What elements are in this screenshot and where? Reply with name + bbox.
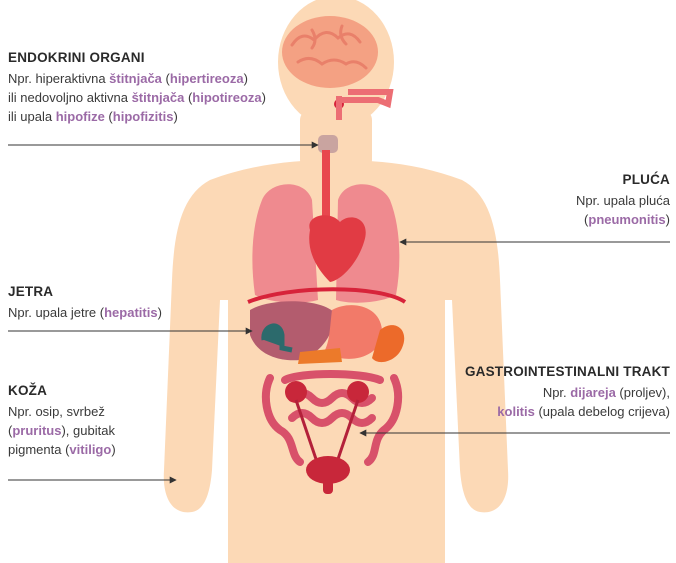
lungs-title: PLUĆA [576,170,670,189]
gi-l1-c: (proljev), [616,385,670,400]
liver-title: JETRA [8,282,162,301]
urethra [323,480,333,494]
gi-l2-a: kolitis [497,404,535,419]
skin-line-3: pigmenta (vitiligo) [8,440,116,459]
liver-label-block: JETRA Npr. upala jetre (hepatitis) [8,282,162,322]
gi-l1-a: Npr. [543,385,570,400]
skin-l3-c: ) [111,442,115,457]
endocrine-l2-e: ) [262,90,266,105]
gi-label-block: GASTROINTESTINALNI TRAKT Npr. dijareja (… [465,362,670,421]
gi-line-1: Npr. dijareja (proljev), [465,383,670,402]
gi-line-2: kolitis (upala debelog crijeva) [465,402,670,421]
lungs-line-2: (pneumonitis) [576,210,670,229]
skin-l3-a: pigmenta ( [8,442,69,457]
skin-l2-c: ), gubitak [61,423,114,438]
endocrine-l3-c: ( [105,109,113,124]
endocrine-l1-e: ) [244,71,248,86]
endocrine-l3-a: ili upala [8,109,56,124]
skin-line-1: Npr. osip, svrbež [8,402,116,421]
gi-l2-b: (upala debelog crijeva) [535,404,670,419]
endocrine-l1-a: Npr. hiperaktivna [8,71,109,86]
endocrine-l3-e: ) [173,109,177,124]
lungs-l2-b: pneumonitis [588,212,665,227]
endocrine-l2-a: ili nedovoljno aktivna [8,90,132,105]
endocrine-l3-d: hipofizitis [113,109,174,124]
endocrine-l1-c: ( [162,71,170,86]
bladder [306,456,350,484]
liver-line-1: Npr. upala jetre (hepatitis) [8,303,162,322]
liver-l1-a: Npr. upala jetre ( [8,305,104,320]
skin-l3-b: vitiligo [69,442,111,457]
endocrine-line-3: ili upala hipofize (hipofizitis) [8,107,266,126]
endocrine-l2-d: hipotireoza [192,90,261,105]
skin-title: KOŽA [8,381,116,400]
left-lung [252,184,318,302]
skin-l2-b: pruritus [12,423,61,438]
lungs-label-block: PLUĆA Npr. upala pluća (pneumonitis) [576,170,670,229]
lungs-l2-c: ) [666,212,670,227]
liver-l1-c: ) [158,305,162,320]
endocrine-label-block: ENDOKRINI ORGANI Npr. hiperaktivna štitn… [8,48,266,126]
kidney-left [285,381,307,403]
endocrine-line-1: Npr. hiperaktivna štitnjača (hipertireoz… [8,69,266,88]
endocrine-l2-b: štitnjača [132,90,185,105]
endocrine-title: ENDOKRINI ORGANI [8,48,266,67]
endocrine-line-2: ili nedovoljno aktivna štitnjača (hipoti… [8,88,266,107]
liver-l1-b: hepatitis [104,305,157,320]
skin-label-block: KOŽA Npr. osip, svrbež (pruritus), gubit… [8,381,116,459]
gi-l1-b: dijareja [570,385,616,400]
gi-title: GASTROINTESTINALNI TRAKT [465,362,670,381]
skin-line-2: (pruritus), gubitak [8,421,116,440]
lungs-line-1: Npr. upala pluća [576,191,670,210]
endocrine-l1-d: hipertireoza [170,71,244,86]
endocrine-l1-b: štitnjača [109,71,162,86]
endocrine-l3-b: hipofize [56,109,105,124]
kidney-right [347,381,369,403]
